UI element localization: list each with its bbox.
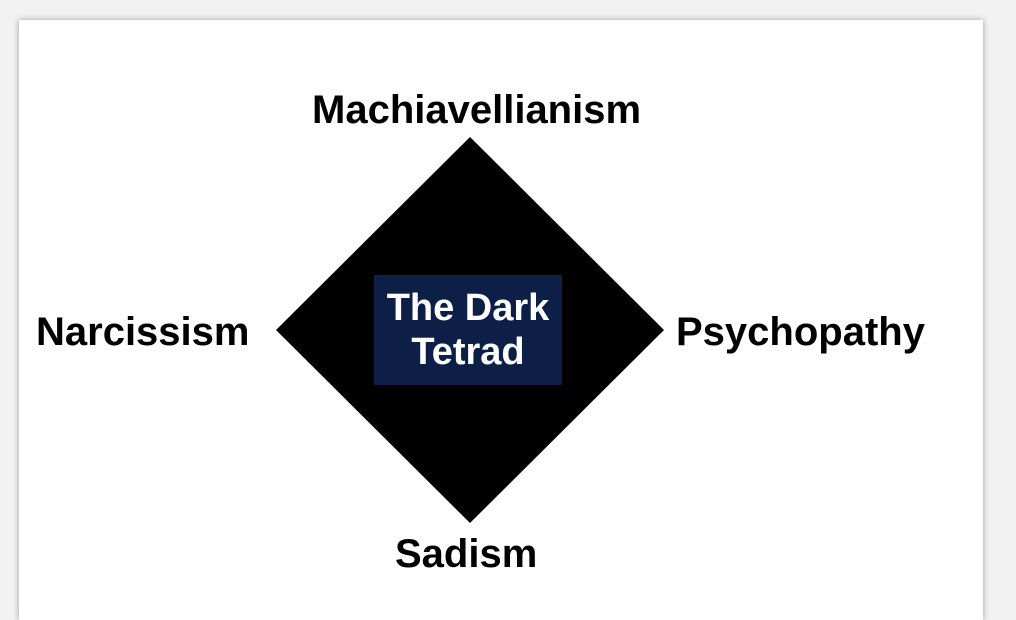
label-sadism: Sadism — [395, 532, 538, 576]
label-psychopathy: Psychopathy — [676, 310, 925, 354]
center-title-line-2: Tetrad — [411, 331, 525, 373]
label-narcissism: Narcissism — [36, 310, 250, 354]
center-title-line-1: The Dark — [386, 287, 550, 329]
label-machiavellianism: Machiavellianism — [312, 88, 642, 132]
center-title-box: The Dark Tetrad — [374, 275, 562, 385]
